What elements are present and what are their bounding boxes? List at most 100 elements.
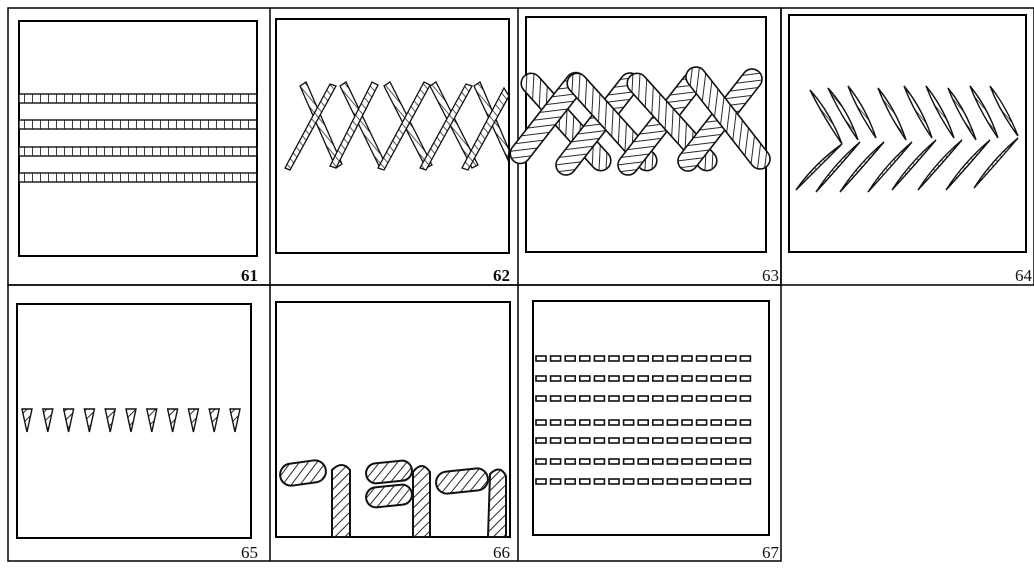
dash-mark: [697, 420, 707, 425]
dash-mark: [697, 376, 707, 381]
dash-mark: [536, 356, 546, 361]
figure-62-box: [276, 19, 509, 253]
dash-mark: [667, 396, 677, 401]
dash-mark: [711, 459, 721, 464]
dash-mark: [565, 376, 575, 381]
dash-mark: [726, 420, 736, 425]
dash-mark: [551, 376, 561, 381]
figure-67-dash-rows: [536, 356, 750, 484]
dash-mark: [551, 438, 561, 443]
dash-mark: [580, 396, 590, 401]
figure-62: 62: [276, 19, 510, 285]
dash-mark: [726, 459, 736, 464]
dash-mark: [726, 479, 736, 484]
dash-mark: [697, 479, 707, 484]
dash-mark: [711, 396, 721, 401]
dash-mark: [565, 459, 575, 464]
dash-mark: [638, 396, 648, 401]
dash-mark: [580, 376, 590, 381]
dash-mark: [565, 356, 575, 361]
figure-66: 66: [276, 302, 510, 562]
dash-mark: [594, 376, 604, 381]
dash-mark: [594, 396, 604, 401]
dash-mark: [594, 479, 604, 484]
dash-mark: [609, 479, 619, 484]
dash-mark: [580, 420, 590, 425]
dash-mark: [740, 438, 750, 443]
dash-mark: [624, 396, 634, 401]
dash-mark: [609, 420, 619, 425]
dash-mark: [740, 356, 750, 361]
dash-mark: [536, 396, 546, 401]
dash-mark: [653, 438, 663, 443]
dash-mark: [580, 438, 590, 443]
dash-mark: [551, 420, 561, 425]
dash-mark: [726, 396, 736, 401]
dash-mark: [638, 479, 648, 484]
figure-65: 65: [17, 304, 258, 562]
dash-mark: [551, 479, 561, 484]
dash-mark: [653, 376, 663, 381]
dash-mark: [536, 459, 546, 464]
dash-mark: [536, 420, 546, 425]
dash-mark: [594, 438, 604, 443]
dash-mark: [624, 420, 634, 425]
dash-mark: [711, 479, 721, 484]
figure-67-label: 67: [762, 543, 780, 562]
dash-mark: [638, 376, 648, 381]
dash-mark: [740, 479, 750, 484]
dash-mark: [594, 356, 604, 361]
dash-mark: [697, 356, 707, 361]
dash-mark: [667, 459, 677, 464]
dash-mark: [711, 438, 721, 443]
dash-mark: [726, 376, 736, 381]
dash-mark: [624, 376, 634, 381]
dash-mark: [580, 479, 590, 484]
dash-mark: [565, 396, 575, 401]
dash-mark: [726, 356, 736, 361]
figure-67: 67: [533, 301, 780, 562]
dash-mark: [536, 438, 546, 443]
dash-mark: [609, 396, 619, 401]
dash-mark: [624, 356, 634, 361]
dash-mark: [740, 420, 750, 425]
figure-64-box: [789, 15, 1026, 252]
dash-mark: [682, 356, 692, 361]
dash-mark: [609, 376, 619, 381]
dash-mark: [711, 420, 721, 425]
figure-67-box: [533, 301, 769, 535]
dash-mark: [653, 479, 663, 484]
dash-mark: [653, 459, 663, 464]
dash-mark: [638, 438, 648, 443]
dash-mark: [565, 479, 575, 484]
dash-mark: [536, 376, 546, 381]
dash-mark: [667, 479, 677, 484]
figure-65-label: 65: [241, 543, 258, 562]
dash-mark: [653, 420, 663, 425]
dash-mark: [682, 479, 692, 484]
figure-64-label: 64: [1015, 266, 1033, 285]
dash-mark: [624, 438, 634, 443]
dash-mark: [667, 420, 677, 425]
dash-mark: [565, 420, 575, 425]
dash-mark: [682, 376, 692, 381]
dash-mark: [565, 438, 575, 443]
dash-mark: [624, 459, 634, 464]
figure-63: 63: [506, 17, 779, 285]
figure-66-label: 66: [493, 543, 510, 562]
dash-mark: [740, 376, 750, 381]
dash-mark: [638, 420, 648, 425]
dash-mark: [697, 459, 707, 464]
dash-mark: [551, 356, 561, 361]
dash-mark: [594, 459, 604, 464]
dash-mark: [609, 356, 619, 361]
dash-mark: [682, 396, 692, 401]
dash-mark: [653, 356, 663, 361]
figure-61: 61: [19, 21, 258, 285]
dash-mark: [740, 459, 750, 464]
dash-mark: [551, 459, 561, 464]
dash-mark: [580, 459, 590, 464]
dash-mark: [624, 479, 634, 484]
dash-mark: [711, 356, 721, 361]
